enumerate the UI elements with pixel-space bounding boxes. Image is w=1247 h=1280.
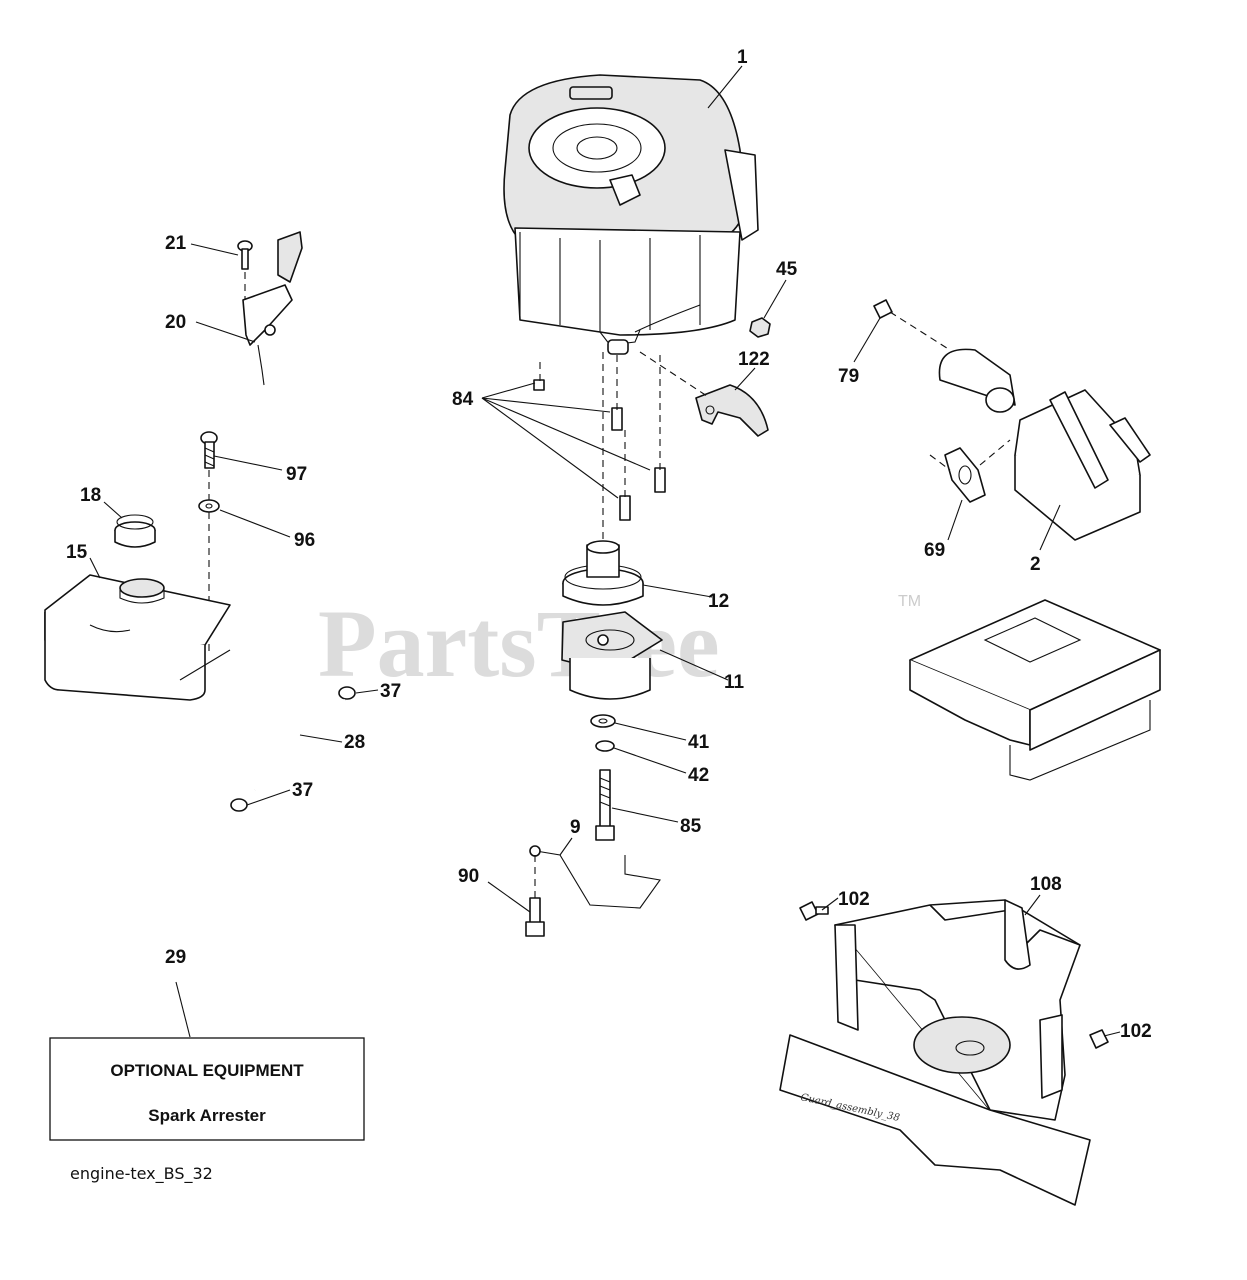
- clamp-37-bottom-part: [230, 798, 248, 812]
- callout-102-right: 102: [1120, 1021, 1152, 1042]
- engine-part: [503, 74, 759, 355]
- callout-1: 1: [737, 47, 748, 68]
- bolt-79-part: [873, 299, 893, 319]
- hose-28-part: [253, 698, 346, 791]
- callout-79: 79: [838, 366, 859, 387]
- fuel-tank-15-part: [44, 574, 231, 701]
- callout-20: 20: [165, 312, 186, 333]
- callout-2: 2: [1030, 554, 1041, 575]
- callout-102-left: 102: [838, 889, 870, 910]
- guard-108-part: Guard_assembly_38: [779, 899, 1091, 1206]
- bolt-85-part: [595, 769, 615, 841]
- callout-9: 9: [570, 817, 581, 838]
- callout-37-bottom: 37: [292, 780, 313, 801]
- callout-45: 45: [776, 259, 798, 280]
- clutch-11-part: [561, 611, 663, 700]
- screw-97-part: [200, 431, 218, 469]
- pulley-12-part: [562, 540, 644, 606]
- diagram-code: engine-tex_BS_32: [70, 1164, 213, 1184]
- callout-37-top: 37: [380, 681, 401, 702]
- throttle-20-part: [242, 231, 303, 386]
- rod-9-part: [529, 845, 661, 909]
- bolt-102-right-part: [1089, 1029, 1109, 1049]
- bolts-84-part: [533, 379, 666, 521]
- callout-29: 29: [165, 947, 186, 968]
- washer-42-part: [595, 740, 615, 752]
- callout-28: 28: [344, 732, 365, 753]
- mount-plate-part: [909, 599, 1161, 781]
- bracket-122-part: [695, 384, 769, 437]
- callout-84: 84: [452, 389, 474, 410]
- callout-11: 11: [724, 672, 745, 693]
- optional-equipment-subtitle: Spark Arrester: [148, 1106, 266, 1125]
- optional-equipment-title: OPTIONAL EQUIPMENT: [110, 1061, 304, 1080]
- callout-21: 21: [165, 233, 187, 254]
- washer-96-part: [198, 499, 220, 513]
- watermark: PartsTree: [318, 590, 720, 697]
- callout-97: 97: [286, 464, 307, 485]
- clamp-37-top-part: [338, 686, 356, 700]
- callout-122: 122: [738, 349, 770, 370]
- callout-15: 15: [66, 542, 88, 563]
- screw-21-part: [237, 240, 253, 270]
- callout-18: 18: [80, 485, 101, 506]
- callout-85: 85: [680, 816, 702, 837]
- bolt-90-part: [525, 897, 545, 937]
- callout-69: 69: [924, 540, 945, 561]
- muffler-2-part: [938, 348, 1151, 541]
- nut-45-part: [749, 317, 771, 338]
- callout-41: 41: [688, 732, 710, 753]
- cap-18-part: [114, 514, 156, 548]
- callout-90: 90: [458, 866, 479, 887]
- callout-96: 96: [294, 530, 315, 551]
- optional-equipment-box: [49, 1037, 365, 1141]
- bolt-102-left-part: [799, 901, 829, 921]
- watermark-tm: TM: [898, 593, 921, 610]
- callout-12: 12: [708, 591, 729, 612]
- gasket-69-part: [944, 447, 986, 503]
- callout-42: 42: [688, 765, 709, 786]
- callout-108: 108: [1030, 874, 1062, 895]
- washer-41-part: [590, 714, 616, 728]
